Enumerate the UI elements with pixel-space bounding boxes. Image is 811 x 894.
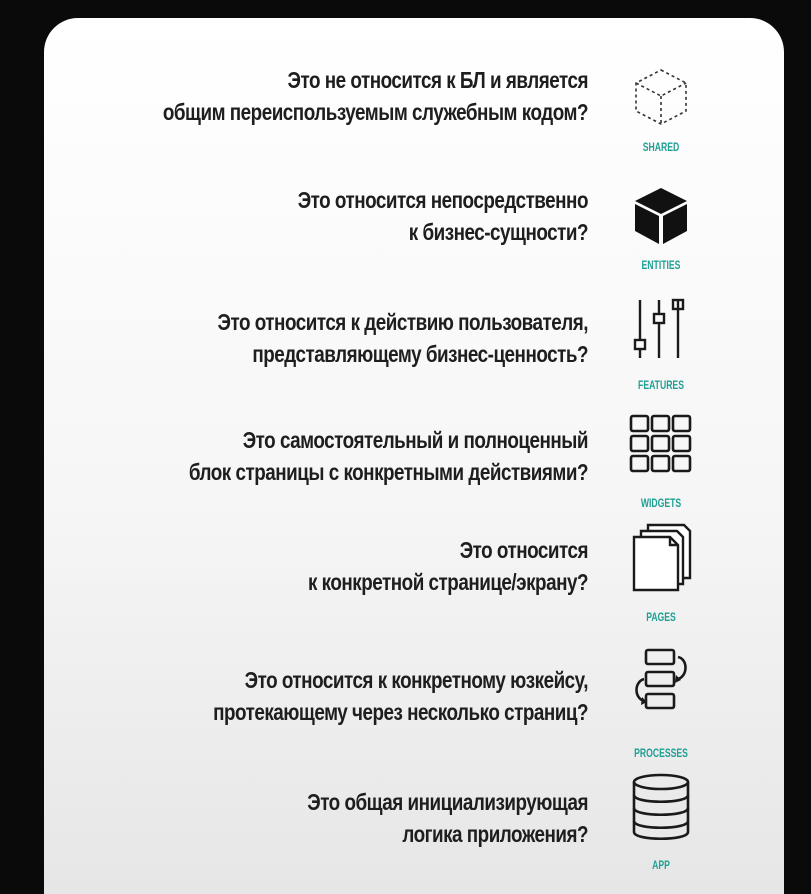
layer-label-app: APP bbox=[652, 858, 670, 872]
sliders-icon bbox=[626, 294, 696, 364]
question-line: блок страницы с конкретными действиями? bbox=[188, 459, 589, 485]
layer-label-features: FEATURES bbox=[638, 378, 684, 392]
question-features: Это относится к действию пользователя, п… bbox=[162, 306, 589, 370]
layer-label-entities: ENTITIES bbox=[641, 258, 681, 272]
question-line: Это относится к конкретному юзкейсу, bbox=[244, 667, 589, 693]
layer-label-shared: SHARED bbox=[642, 140, 680, 154]
question-line: Это не относится к БЛ и является bbox=[287, 67, 589, 93]
pages-icon bbox=[626, 522, 696, 592]
question-line: представляющему бизнес-ценность? bbox=[252, 341, 588, 367]
question-widgets: Это самостоятельный и полноценный блок с… bbox=[162, 424, 589, 488]
question-line: логика приложения? bbox=[402, 821, 588, 847]
question-line: протекающему через несколько страниц? bbox=[213, 699, 588, 725]
question-line: Это общая инициализирующая bbox=[307, 789, 588, 815]
question-pages: Это относится к конкретной странице/экра… bbox=[162, 534, 589, 598]
question-shared: Это не относится к БЛ и является общим п… bbox=[162, 64, 589, 128]
question-line: Это относится bbox=[459, 537, 589, 563]
question-line: к бизнес-сущности? bbox=[408, 219, 589, 245]
grid-icon bbox=[626, 410, 696, 480]
question-line: общим переиспользуемым служебным кодом? bbox=[162, 99, 589, 125]
layer-label-pages: PAGES bbox=[646, 610, 676, 624]
question-line: Это относится непосредственно bbox=[297, 187, 589, 213]
process-flow-icon bbox=[626, 646, 696, 716]
question-line: Это относится к действию пользователя, bbox=[217, 309, 589, 335]
question-processes: Это относится к конкретному юзкейсу, про… bbox=[162, 664, 588, 728]
layers-card: Это не относится к БЛ и является общим п… bbox=[44, 18, 784, 894]
layer-label-processes: PROCESSES bbox=[634, 746, 688, 760]
question-app: Это общая инициализирующая логика прилож… bbox=[162, 786, 588, 850]
question-line: к конкретной странице/экрану? bbox=[307, 569, 589, 595]
question-entities: Это относится непосредственно к бизнес-с… bbox=[162, 184, 589, 248]
dashed-cube-icon bbox=[626, 64, 696, 134]
database-icon bbox=[626, 772, 696, 842]
question-line: Это самостоятельный и полноценный bbox=[242, 427, 589, 453]
solid-cube-icon bbox=[626, 180, 696, 250]
layer-label-widgets: WIDGETS bbox=[640, 496, 682, 510]
